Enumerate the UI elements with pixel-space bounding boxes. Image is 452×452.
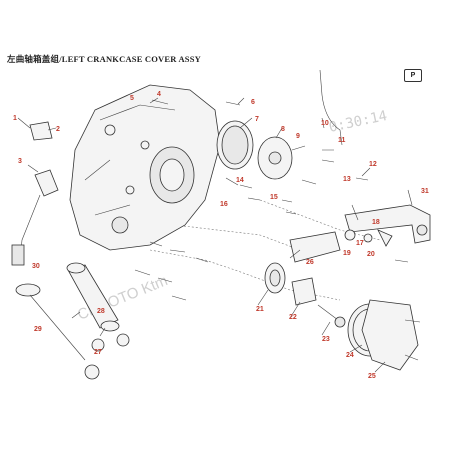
callout-label: 30 <box>32 263 40 270</box>
assembly-guide-line <box>129 159 301 251</box>
callout-label: 27 <box>94 349 102 356</box>
callout-label: 12 <box>369 161 377 168</box>
callout-label: 9 <box>296 133 300 140</box>
callout-label: 14 <box>236 177 244 184</box>
callout-label: 3 <box>18 158 22 165</box>
callout-label: 1 <box>13 115 17 122</box>
callout-label: 8 <box>281 126 285 133</box>
watermark-timestamp: 0:30:14 <box>328 108 389 136</box>
callout-label: 7 <box>255 116 259 123</box>
washer <box>344 229 356 241</box>
callout-label: 24 <box>346 352 354 359</box>
callout-label: 26 <box>306 259 314 266</box>
callout-label: 10 <box>321 120 329 127</box>
bolt-set <box>134 99 421 361</box>
oil-filter <box>66 262 130 352</box>
callout-label: 20 <box>367 251 375 258</box>
cable-clamp <box>29 121 53 141</box>
callout-label: 11 <box>338 137 346 144</box>
clip <box>377 229 393 247</box>
assembly-guide-line <box>149 249 341 301</box>
shift-boot <box>289 231 341 263</box>
callout-label: 2 <box>56 126 60 133</box>
washer <box>363 233 373 243</box>
callout-label: 18 <box>372 219 380 226</box>
callout-label: 22 <box>289 314 297 321</box>
callout-label: 6 <box>251 99 255 106</box>
callout-label: 15 <box>270 194 278 201</box>
callout-label: 17 <box>356 240 364 247</box>
cover-plate <box>257 136 293 180</box>
bushing <box>291 277 317 306</box>
breather-hose <box>319 69 343 146</box>
assembly-guide-line <box>259 199 381 241</box>
callout-label: 4 <box>157 91 161 98</box>
gasket-ring <box>216 120 254 170</box>
callout-label: 31 <box>421 188 429 195</box>
side-plate <box>361 299 419 371</box>
callout-label: 25 <box>368 373 376 380</box>
crankcase-cover <box>69 84 221 251</box>
callout-label: 16 <box>220 201 228 208</box>
flange-bolt <box>317 304 346 328</box>
callout-label: 23 <box>322 336 330 343</box>
diagram-title: 左曲轴箱盖组/LEFT CRANKCASE COVER ASSY <box>7 54 201 64</box>
speed-sensor <box>11 169 59 266</box>
shift-lever <box>344 204 431 244</box>
callout-label: 29 <box>34 326 42 333</box>
oil-seal <box>264 262 286 294</box>
callout-label: 13 <box>343 176 351 183</box>
page-badge: P <box>404 69 422 82</box>
shift-lever-pivot <box>416 224 428 236</box>
callout-label: 19 <box>343 250 351 257</box>
callout-label: 21 <box>256 306 264 313</box>
callout-label: 28 <box>97 308 105 315</box>
callout-label: 5 <box>130 95 134 102</box>
oil-dipstick <box>15 283 100 380</box>
